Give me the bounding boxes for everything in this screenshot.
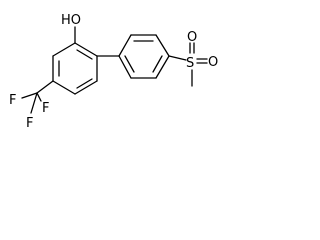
ring1-bond-c3-c4: [74, 80, 98, 95]
hydroxyl-label: HO: [61, 13, 81, 28]
fluorine-bottom-label: F: [26, 116, 33, 131]
oxygen-top-label: O: [187, 30, 197, 45]
ring2-bond-a: [118, 34, 132, 57]
ring2-double-bond-c: [124, 55, 135, 73]
ring1-bond-c1-c2: [74, 42, 98, 57]
oxygen-right-label: O: [208, 55, 218, 70]
ring2-bond-f: [118, 55, 132, 79]
ring2-bond-c: [155, 34, 170, 57]
c-f-bond-left: [21, 92, 38, 99]
aryl-sulfur-bond: [168, 55, 187, 61]
aryl-cf3-bond: [36, 80, 54, 94]
ring1-bond-c6-c1: [52, 42, 76, 57]
c-f-bond-middle: [36, 92, 42, 102]
phenol-ring: [52, 42, 98, 95]
chemical-structure-diagram: HO S O O F F F: [9, 13, 218, 131]
c-f-bond-bottom: [30, 92, 38, 114]
sulfur-label: S: [186, 56, 194, 71]
ring1-double-bond-a: [76, 49, 93, 60]
phenyl-ring: [118, 34, 170, 79]
fluorine-middle-label: F: [42, 101, 49, 116]
ring1-double-bond-b: [76, 78, 93, 89]
ring1-bond-c4-c5: [52, 80, 76, 95]
ring2-bond-d: [155, 55, 170, 79]
fluorine-left-label: F: [9, 93, 16, 108]
ring2-double-bond-b: [152, 55, 163, 73]
